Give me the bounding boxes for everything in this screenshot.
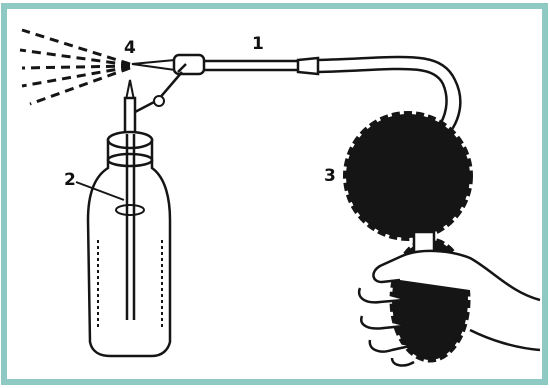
label-nozzle: 4 — [124, 40, 136, 57]
spray-icon — [20, 30, 130, 104]
label-tube: 1 — [252, 36, 264, 53]
label-bulb: 3 — [324, 168, 336, 185]
label-inner-tube: 2 — [64, 172, 76, 189]
bottle-icon — [88, 132, 170, 356]
